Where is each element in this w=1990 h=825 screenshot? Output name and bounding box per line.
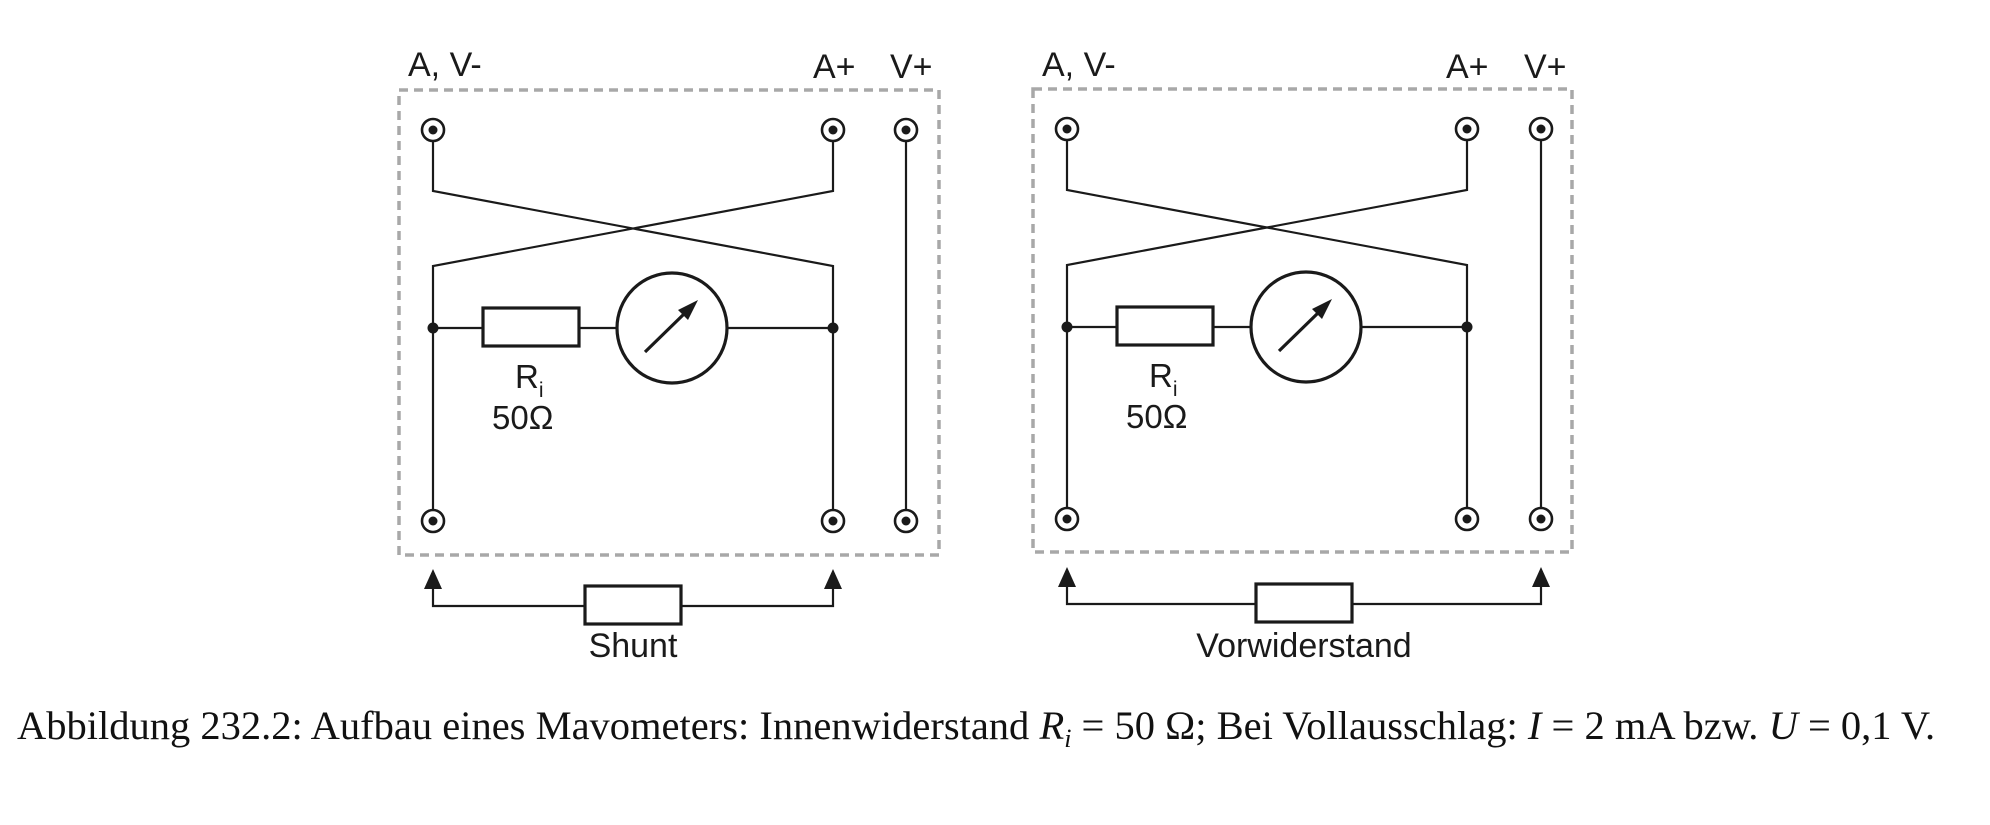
terminal-common-top (420, 117, 446, 143)
internal-resistor (1115, 305, 1215, 347)
terminal-label-ampere: A+ (1446, 48, 1489, 86)
terminal-label-volt: V+ (1524, 48, 1567, 86)
terminal-volt-bottom (1528, 506, 1554, 532)
terminal-label-ampere: A+ (813, 48, 856, 86)
figure-caption: Abbildung 232.2: Aufbau eines Mavometers… (17, 703, 1936, 753)
terminal-volt-top (1528, 116, 1554, 142)
instrument-housing (1031, 87, 1574, 554)
terminal-volt-top (893, 117, 919, 143)
resistor-value: 50Ω (492, 399, 553, 436)
resistor-value: 50Ω (1126, 398, 1187, 435)
resistor-label: Ri (515, 358, 544, 402)
internal-resistor (481, 306, 581, 348)
terminal-common-top (1054, 116, 1080, 142)
meter-movement (1249, 270, 1363, 384)
shunt-label: Shunt (589, 627, 678, 665)
terminal-ampere-top (1454, 116, 1480, 142)
junction-dot (1461, 321, 1473, 333)
terminal-ampere-bottom (1454, 506, 1480, 532)
resistor-label: Ri (1149, 357, 1178, 401)
diagram-vorwiderstand: A, V- A+ V+ Ri 50Ω (1031, 46, 1574, 665)
cross-wire (431, 130, 835, 328)
junction-dot (1061, 321, 1073, 333)
meter-movement (615, 271, 729, 385)
terminal-common-bottom (420, 508, 446, 534)
external-series-resistor (1058, 567, 1550, 624)
diagram-shunt: A, V- A+ V+ Ri 50Ω (397, 46, 941, 665)
terminal-label-common: A, V- (408, 46, 482, 84)
mavometer-diagrams: A, V- A+ V+ Ri 50Ω (397, 46, 1574, 665)
external-shunt (424, 569, 842, 626)
instrument-housing (397, 88, 941, 557)
terminal-volt-bottom (893, 508, 919, 534)
terminal-ampere-bottom (820, 508, 846, 534)
terminal-label-common: A, V- (1042, 46, 1116, 84)
terminal-ampere-top (820, 117, 846, 143)
junction-dot (827, 322, 839, 334)
cross-wire (1065, 129, 1469, 327)
junction-dot (427, 322, 439, 334)
terminal-label-volt: V+ (890, 48, 933, 86)
vorwiderstand-label: Vorwiderstand (1196, 627, 1411, 665)
terminal-common-bottom (1054, 506, 1080, 532)
